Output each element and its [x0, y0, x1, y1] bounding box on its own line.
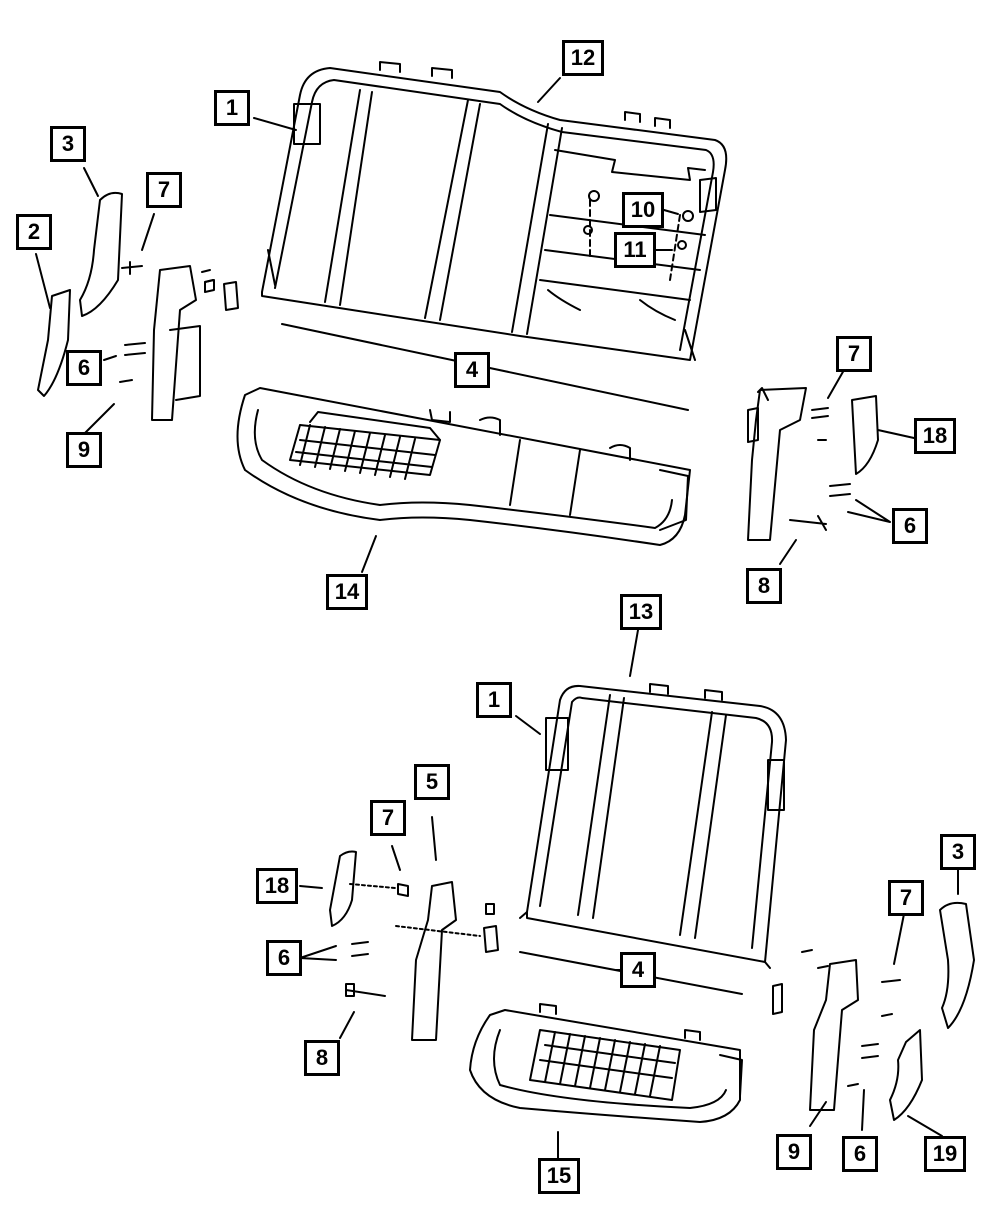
upper-left-hinge-hardware: [37, 191, 239, 421]
callout-18-upper-right: 18: [914, 418, 956, 454]
trim-cover-18-right: [851, 395, 879, 475]
callout-10: 10: [622, 192, 664, 228]
callout-8-upper-right: 8: [746, 568, 782, 604]
callout-7-upper-right: 7: [836, 336, 872, 372]
recliner-bracket-lower-left: [411, 881, 457, 1041]
callout-6-upper-right: 6: [892, 508, 928, 544]
recliner-bracket-right: [747, 387, 807, 541]
recliner-bracket-lower-right: [809, 959, 859, 1111]
callout-14: 14: [326, 574, 368, 610]
callout-6-lower-left: 6: [266, 940, 302, 976]
trim-cover-3-left: [79, 191, 123, 317]
callout-15: 15: [538, 1158, 580, 1194]
callout-18-lower-left: 18: [256, 868, 298, 904]
callout-13: 13: [620, 594, 662, 630]
callout-4-top: 4: [454, 352, 490, 388]
callout-9-upper-left: 9: [66, 432, 102, 468]
upper-right-hinge-hardware: [747, 387, 879, 541]
trim-cover-2: [37, 289, 71, 397]
callout-7-lower-right: 7: [888, 880, 924, 916]
callout-19: 19: [924, 1136, 966, 1172]
callout-3-upper-left: 3: [50, 126, 86, 162]
trim-cover-3-lower: [939, 901, 975, 1029]
callout-8-lower-left: 8: [304, 1040, 340, 1076]
leader-lines: [35, 77, 959, 1159]
callout-6-lower-right: 6: [842, 1136, 878, 1172]
lower-seat-back-frame: [519, 683, 787, 969]
lower-left-hinge-hardware: [329, 850, 499, 1041]
upper-seat-back-frame: [261, 61, 728, 361]
callout-11: 11: [614, 232, 656, 268]
callout-7-lower-left: 7: [370, 800, 406, 836]
lower-seat-cushion-frame: [469, 1003, 743, 1123]
callout-9-lower-right: 9: [776, 1134, 812, 1170]
callout-5: 5: [414, 764, 450, 800]
trim-cover-18-lower: [329, 850, 357, 927]
recliner-bracket-left: [151, 265, 197, 421]
callout-7-upper-left: 7: [146, 172, 182, 208]
callout-12: 12: [562, 40, 604, 76]
lower-right-hinge-hardware: [772, 901, 975, 1121]
callout-6-upper-left: 6: [66, 350, 102, 386]
callout-3-lower-right: 3: [940, 834, 976, 870]
callout-4-bottom: 4: [620, 952, 656, 988]
callout-2: 2: [16, 214, 52, 250]
upper-seat-cushion-frame: [236, 387, 691, 546]
callout-1-top: 1: [214, 90, 250, 126]
trim-cover-19: [889, 1029, 923, 1121]
callout-1-bottom: 1: [476, 682, 512, 718]
